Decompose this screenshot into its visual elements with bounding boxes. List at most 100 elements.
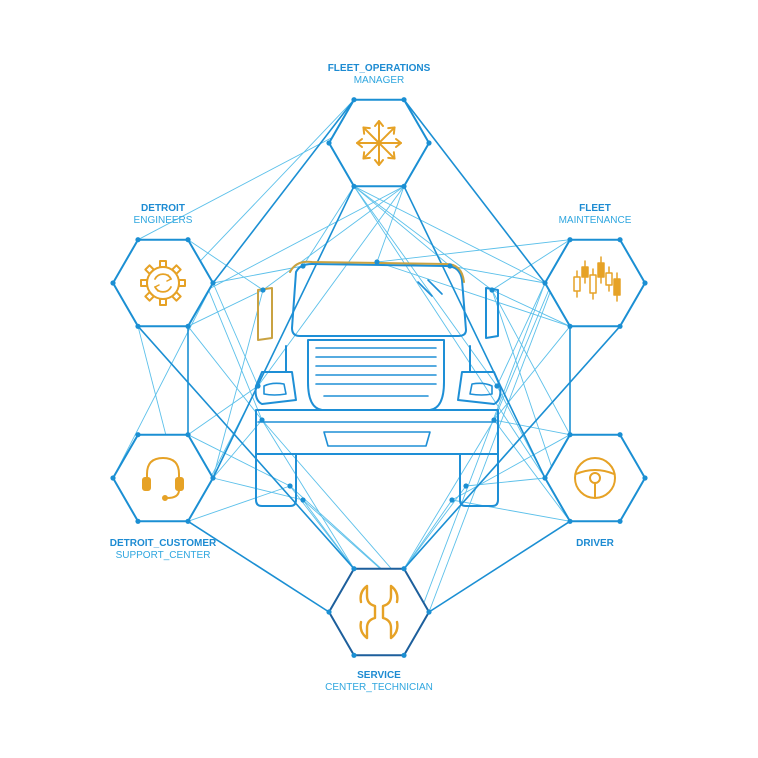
connection-dot — [110, 475, 116, 481]
headset-icon — [142, 457, 184, 501]
mesh-line — [403, 419, 495, 569]
hexagon — [327, 567, 431, 657]
connection-dot — [401, 183, 407, 189]
connection-dot — [463, 483, 469, 489]
connection-dot — [642, 475, 648, 481]
connection-dot — [351, 652, 357, 658]
connection-dot — [185, 432, 191, 438]
mesh-line — [302, 499, 355, 569]
connection-dot — [185, 237, 191, 243]
label-fleet-operations-manager: FLEET_OPERATIONS MANAGER — [328, 63, 431, 87]
mesh-line — [212, 289, 264, 479]
connection-dot — [489, 287, 495, 293]
mesh-line — [212, 419, 263, 479]
mesh-line — [376, 239, 571, 263]
mesh-line — [491, 289, 571, 435]
connection-dot — [300, 263, 306, 269]
label-detroit-engineers: DETROIT ENGINEERS — [134, 203, 193, 227]
connection-dot — [567, 432, 573, 438]
mesh-line — [496, 282, 546, 387]
connection-dot — [135, 432, 141, 438]
mesh-line — [353, 186, 498, 387]
connection-dot — [542, 475, 548, 481]
mesh-line — [493, 419, 571, 522]
left-mirror — [257, 287, 273, 341]
label-line-2: MAINTENANCE — [558, 215, 632, 226]
mesh-line — [353, 186, 546, 479]
mesh-line — [212, 477, 304, 501]
connection-dot — [351, 566, 357, 572]
connection-dot — [617, 432, 623, 438]
mesh-line — [187, 485, 291, 522]
connection-dot — [642, 280, 648, 286]
connection-dot — [210, 280, 216, 286]
connection-dot — [351, 183, 357, 189]
connection-dot — [401, 566, 407, 572]
mesh-line — [187, 239, 264, 291]
connection-dot — [401, 97, 407, 103]
steering-wheel-icon — [574, 457, 616, 499]
mesh-line — [403, 499, 453, 569]
label-service-center-technician: SERVICE CENTER_TECHNICIAN — [325, 670, 433, 694]
left-tire — [255, 453, 297, 507]
connection-dot — [447, 263, 453, 269]
connection-dot — [287, 483, 293, 489]
connection-dot — [567, 323, 573, 329]
connection-dot — [449, 497, 455, 503]
mesh-line — [187, 289, 264, 327]
connection-dot — [260, 287, 266, 293]
right-mirror — [485, 287, 499, 339]
right-headlight — [469, 382, 493, 396]
star-line — [403, 185, 546, 479]
label-line-2: CENTER_TECHNICIAN — [325, 682, 433, 693]
connection-dot — [135, 323, 141, 329]
connection-dot — [255, 383, 261, 389]
hex-node-detroit-engineers — [111, 238, 215, 328]
connection-dot — [617, 323, 623, 329]
connection-dot — [494, 383, 500, 389]
right-headlight-housing — [457, 371, 502, 405]
mesh-line — [403, 282, 546, 656]
star-line — [428, 520, 571, 613]
label-line-1: DRIVER — [576, 538, 614, 549]
mesh-line — [187, 385, 259, 436]
hex-node-fleet-maintenance — [543, 238, 647, 328]
mesh-line — [353, 185, 493, 291]
glare — [417, 279, 443, 297]
mesh-line — [212, 265, 304, 284]
connection-dot — [426, 140, 432, 146]
connection-dot — [491, 417, 497, 423]
mesh-line — [261, 419, 355, 569]
connection-dot — [135, 518, 141, 524]
label-line-1: SERVICE — [357, 670, 401, 681]
cab-sides — [285, 345, 471, 373]
label-line-2: ENGINEERS — [133, 215, 193, 226]
label-line-1: FLEET_OPERATIONS — [327, 63, 431, 74]
connection-dot — [567, 518, 573, 524]
mesh-line — [262, 185, 405, 291]
mesh-line — [493, 419, 571, 436]
wrench-icon — [359, 584, 399, 640]
label-line-2: MANAGER — [353, 75, 405, 86]
hexagon — [111, 238, 215, 328]
connection-dot — [110, 280, 116, 286]
connection-dot — [374, 259, 380, 265]
label-detroit-customer-support-center: DETROIT_CUSTOMER SUPPORT_CENTER — [110, 538, 217, 562]
connection-dot — [326, 140, 332, 146]
connection-dot — [351, 97, 357, 103]
star-line — [212, 185, 355, 479]
right-tire — [459, 453, 499, 507]
star-line — [137, 325, 355, 570]
connection-dot — [617, 518, 623, 524]
star-line — [403, 99, 546, 284]
mesh-line — [112, 282, 214, 479]
mesh-line — [451, 499, 571, 522]
directions-arrows-icon — [356, 120, 402, 166]
connection-dot — [135, 237, 141, 243]
hexagon-nodes — [111, 98, 647, 657]
label-line-2: SUPPORT_CENTER — [115, 550, 211, 561]
label-line-1: DETROIT_CUSTOMER — [109, 538, 217, 549]
gear-icon — [140, 260, 186, 306]
connection-mesh — [112, 99, 571, 656]
